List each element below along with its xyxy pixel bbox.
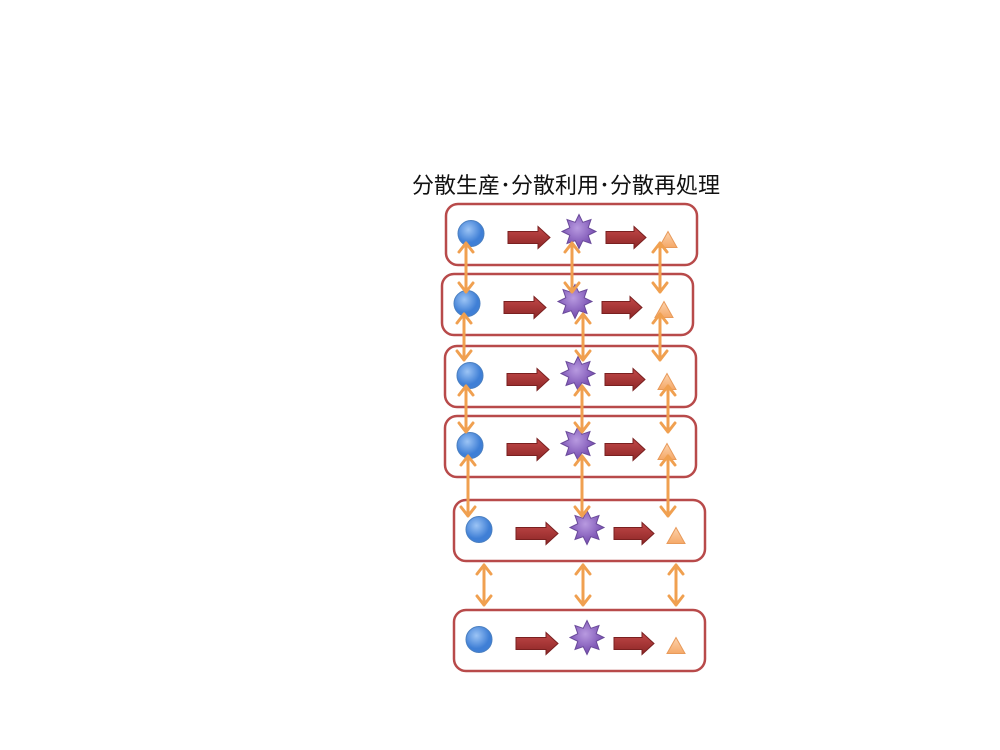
row-box — [443, 414, 698, 479]
flow-arrow — [506, 367, 550, 392]
flow-arrow — [506, 437, 550, 462]
row-box — [452, 608, 707, 673]
double-arrow-link — [457, 241, 475, 294]
double-arrow-link — [457, 384, 475, 434]
flow-arrow — [613, 521, 655, 546]
circle-node — [465, 626, 493, 653]
double-arrow-link — [667, 563, 685, 607]
diagram-title: 分散生産･分散利用･分散再処理 — [412, 174, 721, 199]
double-arrow-link — [651, 312, 669, 362]
double-arrow-link — [573, 454, 591, 518]
flow-arrow — [515, 631, 559, 656]
circle-node — [453, 290, 481, 317]
star-node — [559, 425, 597, 462]
double-arrow-link — [563, 241, 581, 294]
flow-arrow — [507, 225, 551, 250]
double-arrow-link — [651, 241, 669, 294]
flow-arrow — [605, 225, 647, 250]
double-arrow-link — [659, 454, 677, 518]
star-node — [556, 283, 594, 320]
flow-arrow — [604, 437, 646, 462]
star-node — [559, 355, 597, 392]
triangle-node — [666, 526, 686, 544]
double-arrow-link — [475, 563, 493, 607]
flow-arrow — [503, 295, 547, 320]
double-arrow-link — [455, 312, 473, 362]
circle-node — [465, 516, 493, 543]
circle-node — [456, 432, 484, 459]
row-box — [440, 272, 695, 337]
circle-node — [456, 362, 484, 389]
double-arrow-link — [659, 384, 677, 434]
triangle-node — [658, 230, 678, 248]
star-node — [560, 213, 598, 250]
flow-arrow — [604, 367, 646, 392]
star-node — [568, 509, 606, 546]
flow-arrow — [613, 631, 655, 656]
double-arrow-link — [459, 454, 477, 518]
double-arrow-link — [574, 312, 592, 362]
flow-arrow — [515, 521, 559, 546]
double-arrow-link — [574, 563, 592, 607]
row-box — [452, 498, 707, 563]
flow-arrow — [601, 295, 643, 320]
double-arrow-link — [573, 384, 591, 434]
triangle-node — [666, 636, 686, 654]
star-node — [568, 619, 606, 656]
row-box — [443, 344, 698, 409]
circle-node — [457, 220, 485, 247]
